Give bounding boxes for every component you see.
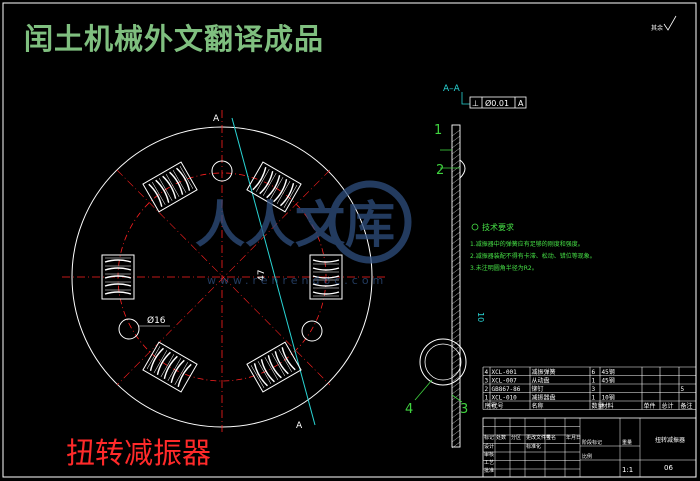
title-block-cell: 批准: [484, 467, 494, 474]
spring-window: [246, 161, 302, 213]
parts-cell: 1: [485, 395, 489, 402]
callout-4: 4: [405, 402, 413, 417]
section-strip: [451, 124, 461, 448]
tech-req-item-2: 2.减振器装配不得有卡滞、松动、错位等现象。: [470, 252, 596, 260]
parts-header-cell: 数量: [592, 402, 604, 410]
parts-cell: 3: [485, 378, 489, 385]
watermark: 人人文库 www.renrendoc.com: [195, 180, 412, 287]
title-block-cell: 审核: [484, 451, 494, 458]
section-mark-top: A: [213, 114, 220, 124]
section-leader: [461, 92, 470, 105]
spring-window: [142, 161, 198, 213]
technical-requirements: 技术要求 1.减振器中的弹簧应有足够的刚度和强度。 2.减振器装配不得有卡滞、松…: [470, 222, 596, 272]
title-block-cell: 阶段标记: [582, 439, 602, 446]
parts-cell: XCL-010: [492, 395, 518, 402]
section-view: A–A ⊥ Ø0.01 A 1 2 3 4 10: [405, 84, 527, 449]
spring-section-outer: [419, 338, 467, 386]
parts-header-cell: 名称: [532, 402, 544, 410]
parts-cell: 5: [681, 386, 685, 393]
parts-cell: 减振弹簧: [532, 368, 556, 376]
watermark-ring: [328, 180, 412, 264]
watermark-url: www.renrendoc.com: [207, 274, 387, 287]
title-block-cell: 比例: [582, 453, 592, 460]
perpendicularity-symbol: ⊥: [472, 99, 479, 108]
drawing-caption: 扭转减振器: [66, 436, 211, 470]
title-block-drawing-name: 扭转减振器: [655, 436, 685, 444]
plate-front-view: A A Ø16 47: [62, 110, 385, 432]
spring-window: [246, 341, 302, 393]
parts-cell: 从动盘: [532, 377, 550, 385]
watermark-brand: 人人文库: [195, 196, 395, 254]
parts-cell: 3: [592, 386, 596, 393]
spring-window: [309, 254, 343, 300]
diagonal-centerline-b: [116, 169, 331, 386]
title-block-cell: 处数: [496, 434, 506, 441]
title-block-cell: 标准化: [526, 443, 541, 450]
tolerance-value: Ø0.01: [485, 98, 509, 108]
section-mark-bottom: A: [296, 421, 303, 431]
parts-cell: XCL-007: [492, 378, 518, 385]
callout-1: 1: [434, 123, 442, 138]
title-block-cell: 重量: [622, 439, 632, 446]
section-dim: 10: [476, 312, 485, 322]
title-block-cell: 工艺: [484, 460, 494, 466]
parts-cell: 4: [485, 369, 489, 376]
title-block-scale: 1:1: [622, 466, 633, 474]
title-block-cell: 标记: [484, 434, 494, 441]
parts-header-cell: 单件: [644, 402, 656, 410]
banner-title: 闰土机械外文翻译成品: [24, 22, 324, 56]
callout-3: 3: [460, 402, 468, 417]
section-hatching: [451, 129, 461, 449]
parts-cell: 铆钉: [532, 385, 544, 393]
section-cut-line: [231, 117, 316, 426]
tech-req-title: 技术要求: [482, 222, 514, 232]
parts-cell: 10钢: [602, 394, 615, 402]
parts-cell: XCL-001: [492, 369, 518, 376]
hole-right: [301, 320, 323, 342]
tolerance-frame: [469, 96, 527, 109]
title-block-cell: 签名: [546, 434, 556, 441]
hole-left: [118, 318, 140, 340]
title-block: 标记处数分区更改文件号签名 年月日设计 标准化审核工艺批准 阶段标记 重量比例 扭转减振器…: [482, 417, 697, 478]
roughness-symbol-icon: [663, 15, 677, 31]
spring-section-inner: [424, 343, 462, 381]
datum-label: A: [518, 99, 524, 108]
parts-cell: 6: [592, 369, 596, 376]
spring-window: [142, 341, 198, 393]
callout-2: 2: [436, 163, 444, 178]
parts-header-cell: 备注: [681, 402, 693, 410]
parts-cell: GB867-86: [492, 386, 521, 393]
parts-cell: 1: [592, 395, 596, 402]
parts-cell: 45钢: [602, 377, 615, 385]
rivet-head: [459, 159, 466, 179]
parts-header-cell: 材料: [602, 402, 614, 410]
spring-window: [101, 254, 135, 300]
spring-windows: [101, 161, 343, 393]
title-block-cell: 设计: [484, 443, 494, 450]
tech-req-item-3: 3.未注明圆角半径为R2。: [470, 264, 538, 272]
parts-header-cell: 代号: [492, 402, 504, 410]
title-block-cell: 分区: [511, 434, 521, 441]
corner-roughness-label: 其余: [651, 24, 663, 32]
title-block-cell: 更改文件号: [526, 434, 551, 441]
slot-dimension: 47: [257, 270, 267, 281]
parts-header-cell: 序号: [485, 402, 497, 410]
parts-cell: 减振器盘: [532, 394, 556, 402]
parts-cell: 45钢: [602, 368, 615, 376]
hole-top: [211, 160, 233, 182]
title-block-cell: 年月日: [566, 434, 581, 441]
title-block-sheet: 06: [664, 464, 673, 472]
parts-cell: 1: [592, 378, 596, 385]
hole-diameter-dim: Ø16: [147, 315, 166, 326]
parts-cell: 2: [485, 386, 489, 393]
parts-header-cell: 总计: [662, 402, 674, 410]
requirement-bullet-icon: [471, 223, 479, 231]
section-view-label: A–A: [443, 84, 461, 94]
tech-req-item-1: 1.减振器中的弹簧应有足够的刚度和强度。: [470, 240, 584, 248]
